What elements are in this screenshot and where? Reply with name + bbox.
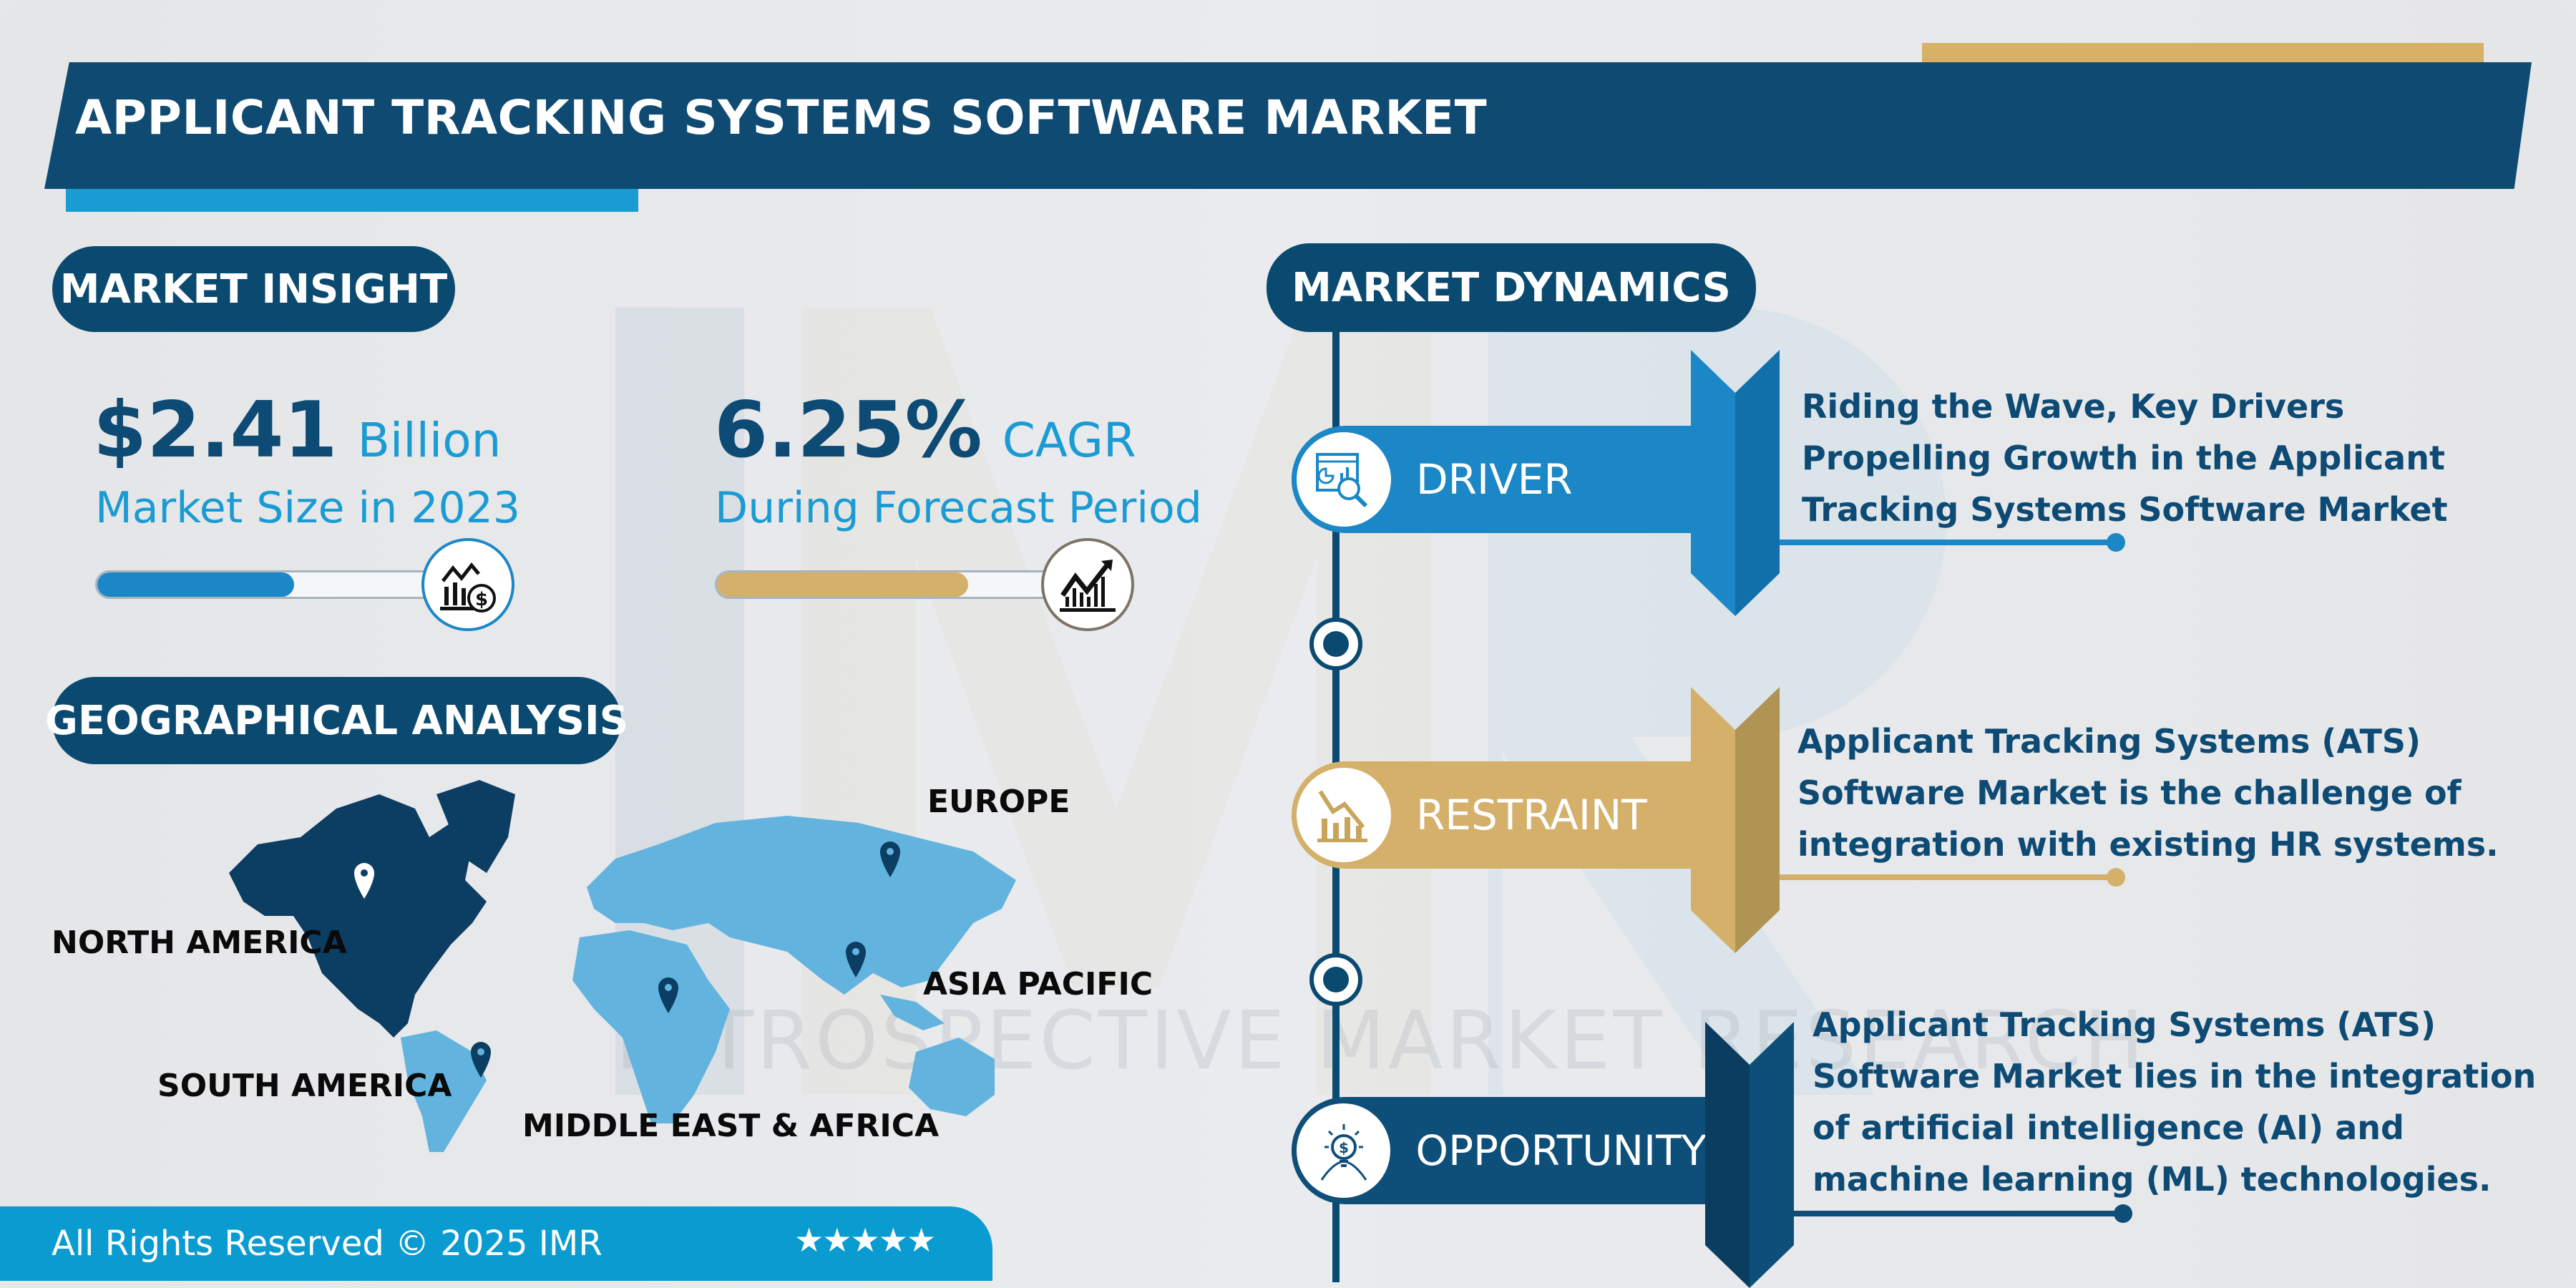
cagr-progress-fill (717, 572, 968, 597)
map-se-asia (880, 995, 945, 1030)
timeline-node-dot (1323, 631, 1349, 657)
world-map (229, 780, 1016, 1152)
svg-text:$: $ (1339, 1139, 1349, 1156)
market-size-unit: Billion (357, 413, 502, 468)
restraint-icon-badge (1292, 763, 1396, 867)
restraint-text-line: integration with existing HR systems. (1797, 825, 2499, 864)
driver-description: Riding the Wave, Key Drivers Propelling … (1802, 381, 2448, 535)
region-label-south-america: SOUTH AMERICA (157, 1068, 452, 1104)
timeline-node (1309, 953, 1362, 1006)
map-pin-middle-east-africa (658, 977, 678, 1013)
analytics-magnifier-icon (1316, 453, 1368, 508)
driver-leader-dot (2107, 533, 2125, 552)
map-pin-europe (880, 841, 900, 877)
svg-text:$: $ (475, 589, 488, 610)
map-eurasia (587, 816, 1016, 995)
chart-dollar-icon: $ (440, 562, 496, 613)
map-pin-asia-pacific (846, 942, 866, 977)
restraint-chevron (1691, 687, 1780, 953)
region-label-europe: EUROPE (927, 784, 1070, 820)
lightbulb-dollar-icon: $ (1320, 1124, 1367, 1181)
restraint-leader-line (1780, 874, 2116, 880)
map-pin-north-america (354, 863, 374, 899)
cagr-unit: CAGR (1002, 413, 1136, 468)
opportunity-text-line: machine learning (ML) technologies. (1813, 1160, 2492, 1199)
growth-chart-icon (1060, 560, 1116, 612)
title-banner (44, 62, 2532, 189)
title-blue-accent (66, 187, 638, 212)
title-gold-accent (1922, 43, 2484, 64)
cagr-progress-bar (715, 570, 1058, 599)
cagr-value: 6.25% (714, 386, 982, 475)
driver-icon-badge (1292, 427, 1396, 532)
timeline-node-dot (1323, 967, 1349, 992)
map-africa (572, 930, 730, 1123)
map-greenland (436, 780, 515, 873)
market-size-progress-fill (97, 572, 294, 597)
footer-rating-stars: ★★★★★ (794, 1221, 936, 1259)
market-insight-heading: MARKET INSIGHT (52, 246, 455, 332)
footer-bar (0, 1206, 992, 1281)
page-title: APPLICANT TRACKING SYSTEMS SOFTWARE MARK… (75, 90, 1488, 145)
footer-copyright: All Rights Reserved © 2025 IMR (52, 1224, 602, 1264)
cagr-icon-badge (1041, 538, 1134, 631)
opportunity-text-line: Applicant Tracking Systems (ATS) (1813, 1005, 2436, 1044)
opportunity-leader-line (1794, 1211, 2123, 1216)
map-pin-south-america (471, 1042, 491, 1078)
driver-text-line: Tracking Systems Software Market (1802, 490, 2448, 529)
opportunity-text-line: of artificial intelligence (AI) and (1813, 1108, 2404, 1147)
opportunity-label: OPPORTUNITY (1415, 1126, 1707, 1175)
market-size-progress-bar (95, 570, 439, 599)
map-australia (909, 1038, 995, 1116)
restraint-band: RESTRAINT (1292, 761, 1692, 869)
opportunity-icon-badge: $ (1292, 1098, 1396, 1203)
market-dynamics-heading: MARKET DYNAMICS (1267, 243, 1756, 332)
driver-chevron (1691, 350, 1780, 616)
region-label-north-america: NORTH AMERICA (52, 924, 347, 961)
driver-band: DRIVER (1292, 426, 1692, 533)
region-label-asia-pacific: ASIA PACIFIC (923, 966, 1153, 1002)
region-label-middle-east-africa: MIDDLE EAST & AFRICA (522, 1108, 940, 1144)
market-size-value: $2.41 (93, 386, 338, 475)
watermark-text: INTROSPECTIVE MARKET RESEARCH (615, 995, 2147, 1088)
geographical-analysis-heading: GEOGRAPHICAL ANALYSIS (45, 677, 628, 764)
declining-chart-icon (1317, 790, 1367, 842)
driver-leader-line (1780, 540, 2116, 545)
opportunity-chevron (1705, 1022, 1794, 1288)
driver-text-line: Riding the Wave, Key Drivers (1802, 387, 2345, 426)
driver-label: DRIVER (1416, 455, 1573, 504)
driver-text-line: Propelling Growth in the Applicant (1802, 439, 2445, 477)
opportunity-band: $ OPPORTUNITY (1292, 1097, 1707, 1204)
cagr-caption: During Forecast Period (715, 483, 1202, 533)
opportunity-description: Applicant Tracking Systems (ATS) Softwar… (1813, 999, 2536, 1205)
restraint-text-line: Software Market is the challenge of (1797, 774, 2462, 812)
cagr-value-row: 6.25%CAGR (714, 392, 1136, 469)
map-north-america (229, 794, 487, 1038)
timeline-node (1309, 618, 1362, 670)
restraint-leader-dot (2107, 868, 2125, 887)
opportunity-leader-dot (2114, 1204, 2132, 1223)
market-size-caption: Market Size in 2023 (95, 483, 521, 533)
restraint-description: Applicant Tracking Systems (ATS) Softwar… (1797, 716, 2499, 870)
opportunity-text-line: Software Market lies in the integration (1813, 1057, 2537, 1096)
market-size-icon-badge: $ (421, 538, 514, 631)
restraint-label: RESTRAINT (1416, 791, 1647, 839)
map-south-america (401, 1030, 487, 1152)
restraint-text-line: Applicant Tracking Systems (ATS) (1797, 722, 2421, 761)
